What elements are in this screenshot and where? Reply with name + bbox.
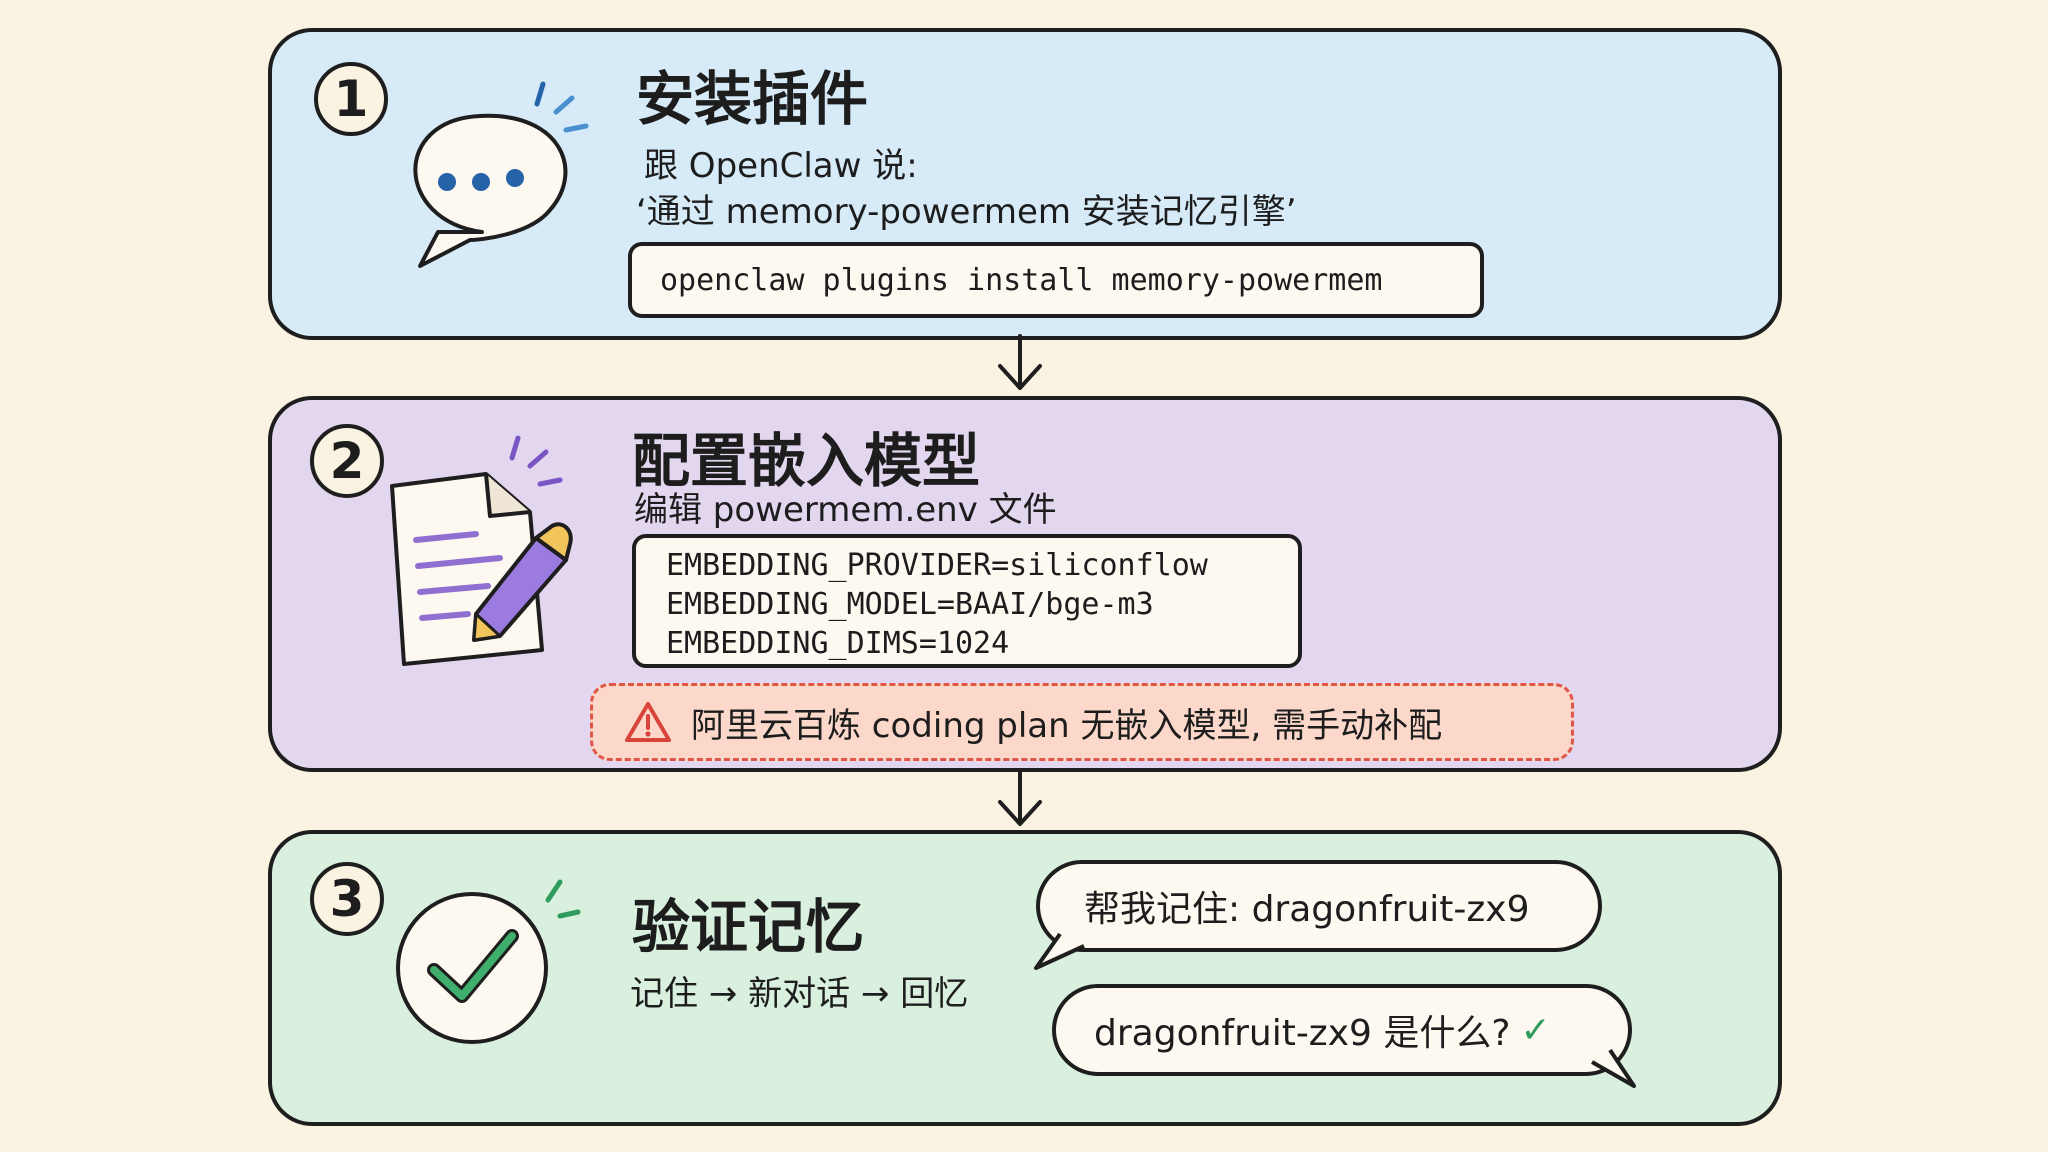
chat-user-bubble: 帮我记住: dragonfruit-zx9 [1036,860,1602,952]
step-2-title: 配置嵌入模型 [632,427,981,495]
step-3-flow: 记住 → 新对话 → 回忆 [630,974,969,1014]
step-2-number: 2 [310,424,384,498]
install-command-box[interactable]: openclaw plugins install memory-powermem [628,242,1484,318]
warning-text: 阿里云百炼 coding plan 无嵌入模型, 需手动补配 [691,705,1443,746]
warning-banner: 阿里云百炼 coding plan 无嵌入模型, 需手动补配 [590,683,1574,761]
warning-icon [625,702,671,742]
config-line: EMBEDDING_MODEL=BAAI/bge-m3 [666,587,1154,622]
check-icon: ✓ [1520,1009,1551,1051]
step-2-instruction: 编辑 powermem.env 文件 [634,490,1057,530]
chat-user-message: 帮我记住: dragonfruit-zx9 [1084,889,1530,930]
step-1-title: 安装插件 [636,65,869,133]
step-1-quote: ‘通过 memory-powermem 安装记忆引擎’ [636,192,1297,232]
install-command: openclaw plugins install memory-powermem [660,262,1383,298]
step-3-title: 验证记忆 [632,893,865,961]
chat-query-message: dragonfruit-zx9 是什么? [1094,1013,1511,1054]
config-line: EMBEDDING_PROVIDER=siliconflow [666,548,1208,583]
step-3-number: 3 [310,862,384,936]
step-1-instruction: 跟 OpenClaw 说: [644,146,918,186]
chat-query-bubble: dragonfruit-zx9 是什么? ✓ [1052,984,1632,1076]
config-line: EMBEDDING_DIMS=1024 [666,626,1010,661]
config-code-box[interactable]: EMBEDDING_PROVIDER=siliconflow EMBEDDING… [632,534,1302,668]
step-1-number: 1 [314,62,388,136]
